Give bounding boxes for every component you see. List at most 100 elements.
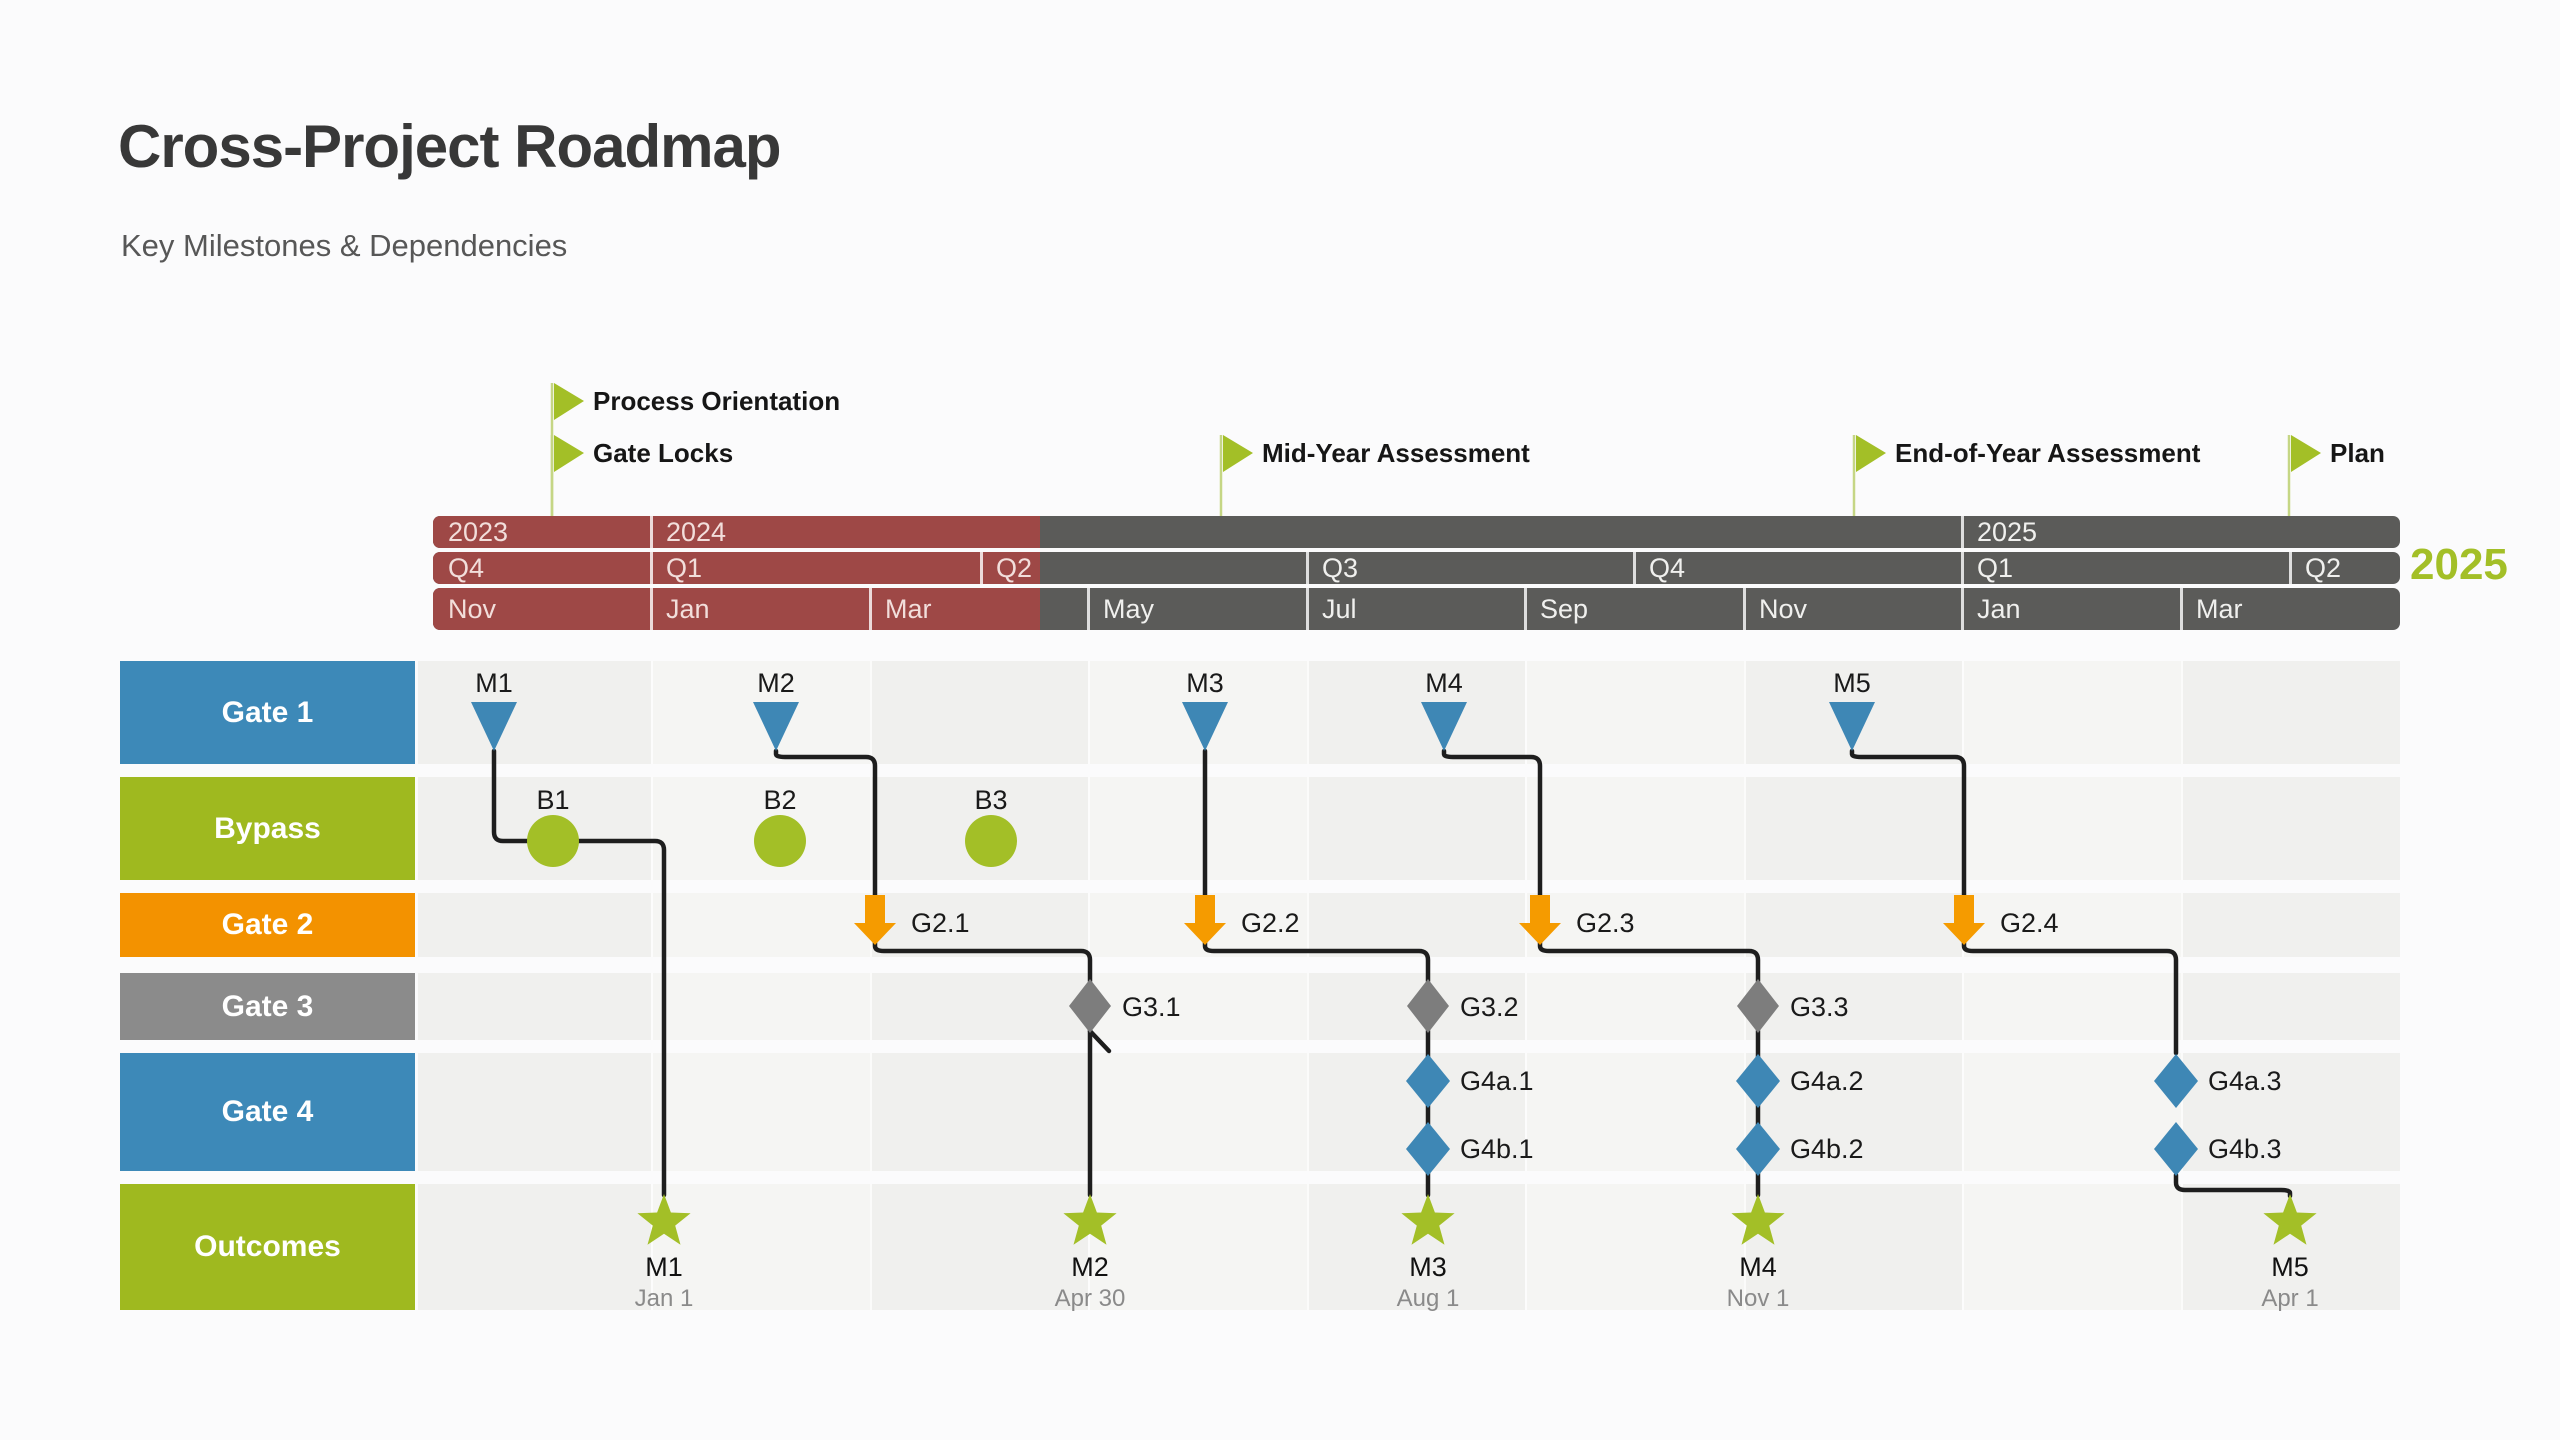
band-cell xyxy=(418,1184,651,1310)
milestone-label-M1: M1 xyxy=(475,668,513,698)
header-divider xyxy=(1306,588,1309,630)
band-cell xyxy=(1088,777,1307,880)
band-cell xyxy=(1525,777,1744,880)
header-divider xyxy=(2180,588,2183,630)
outcome-date-M5: Apr 1 xyxy=(2261,1285,2319,1312)
band-cell xyxy=(2181,1053,2400,1171)
gate2-label-G2.1: G2.1 xyxy=(911,908,970,938)
row-label-outcomes: Outcomes xyxy=(120,1184,415,1310)
band-cell xyxy=(2181,893,2400,957)
header-highlight xyxy=(433,552,1040,584)
flag-label-plan: Plan xyxy=(2330,438,2385,468)
gate2-label-G2.3: G2.3 xyxy=(1576,908,1635,938)
band-cell xyxy=(418,661,651,764)
row-label-gate3: Gate 3 xyxy=(120,973,415,1040)
row-label-bypass: Bypass xyxy=(120,777,415,880)
header-quarters-cell: Q1 xyxy=(666,552,703,583)
row-label-gate2: Gate 2 xyxy=(120,893,415,957)
header-years-cell: 2025 xyxy=(1977,516,2038,547)
milestone-label-M5: M5 xyxy=(1833,668,1871,698)
band-cell xyxy=(1962,1184,2181,1310)
header-months-cell: May xyxy=(1103,593,1155,624)
header-divider xyxy=(650,516,653,548)
band-cell xyxy=(1962,1053,2181,1171)
header-divider xyxy=(1961,516,1964,548)
side-year-label: 2025 xyxy=(2410,540,2508,589)
gate4-label-G4b.3: G4b.3 xyxy=(2208,1134,2282,1164)
header-months-cell: Nov xyxy=(448,593,497,624)
band-cell xyxy=(651,1053,870,1171)
header-months-cell: Mar xyxy=(2196,593,2243,624)
band-cell xyxy=(1744,973,1962,1040)
header-divider xyxy=(1633,552,1636,584)
outcome-label-M5: M5 xyxy=(2271,1252,2309,1282)
header-divider xyxy=(1743,588,1746,630)
header-highlight xyxy=(433,588,1040,630)
gate2-label-G2.2: G2.2 xyxy=(1241,908,1300,938)
milestone-label-M4: M4 xyxy=(1425,668,1463,698)
header-quarters-cell: Q4 xyxy=(448,552,485,583)
band-cell xyxy=(870,661,1088,764)
header-quarters-cell: Q3 xyxy=(1322,552,1359,583)
header-divider xyxy=(1524,588,1527,630)
band-cell xyxy=(1962,661,2181,764)
band-cell xyxy=(1525,1184,1744,1310)
page-subtitle: Key Milestones & Dependencies xyxy=(121,228,568,263)
band-cell xyxy=(1962,777,2181,880)
header-divider xyxy=(869,588,872,630)
header-divider xyxy=(650,588,653,630)
gate3-label-G3.3: G3.3 xyxy=(1790,992,1849,1022)
outcome-label-M2: M2 xyxy=(1071,1252,1109,1282)
header-divider xyxy=(980,552,983,584)
band-cell xyxy=(1088,1053,1307,1171)
flag-label-gate-locks: Gate Locks xyxy=(593,438,734,468)
milestone-label-M3: M3 xyxy=(1186,668,1224,698)
band-cell xyxy=(1744,1053,1962,1171)
gate4-label-G4a.1: G4a.1 xyxy=(1460,1066,1534,1096)
band-cell xyxy=(1744,893,1962,957)
band-cell xyxy=(870,1184,1088,1310)
row-band-gate1 xyxy=(418,661,2400,764)
gate3-label-G3.1: G3.1 xyxy=(1122,992,1181,1022)
band-cell xyxy=(1088,1184,1307,1310)
outcome-label-M4: M4 xyxy=(1739,1252,1777,1282)
outcome-label-M1: M1 xyxy=(645,1252,683,1282)
bypass-label-B2: B2 xyxy=(763,785,797,815)
gate4-label-G4a.3: G4a.3 xyxy=(2208,1066,2282,1096)
band-cell xyxy=(1088,973,1307,1040)
flag-label-process-orientation: Process Orientation xyxy=(593,386,841,416)
band-cell xyxy=(1525,661,1744,764)
band-cell xyxy=(1307,661,1525,764)
outcome-date-M2: Apr 30 xyxy=(1054,1285,1126,1312)
band-cell xyxy=(2181,777,2400,880)
header-divider xyxy=(650,552,653,584)
row-label-gate1: Gate 1 xyxy=(120,661,415,764)
outcome-date-M3: Aug 1 xyxy=(1396,1285,1460,1312)
header-years-cell: 2024 xyxy=(666,516,727,547)
header-months-cell: Jul xyxy=(1322,593,1357,624)
header-highlight xyxy=(433,516,1040,548)
header-months-cell: Jan xyxy=(666,593,710,624)
band-cell xyxy=(1525,973,1744,1040)
header-quarters-cell: Q4 xyxy=(1649,552,1686,583)
band-cell xyxy=(651,893,870,957)
band-cell xyxy=(870,1053,1088,1171)
gate4-label-G4b.2: G4b.2 xyxy=(1790,1134,1864,1164)
gate4-label-G4b.1: G4b.1 xyxy=(1460,1134,1534,1164)
band-cell xyxy=(2181,661,2400,764)
gate4-label-G4a.2: G4a.2 xyxy=(1790,1066,1864,1096)
bypass-label-B1: B1 xyxy=(536,785,570,815)
header-divider xyxy=(2289,552,2292,584)
band-cell xyxy=(870,973,1088,1040)
header-months-cell: Nov xyxy=(1759,593,1808,624)
outcome-label-M3: M3 xyxy=(1409,1252,1447,1282)
header-quarters-cell: Q2 xyxy=(2305,552,2342,583)
gate3-label-G3.2: G3.2 xyxy=(1460,992,1519,1022)
page-title: Cross-Project Roadmap xyxy=(118,113,781,180)
header-months-cell: Jan xyxy=(1977,593,2021,624)
flag-label-mid-year-assessment: Mid-Year Assessment xyxy=(1262,438,1530,468)
